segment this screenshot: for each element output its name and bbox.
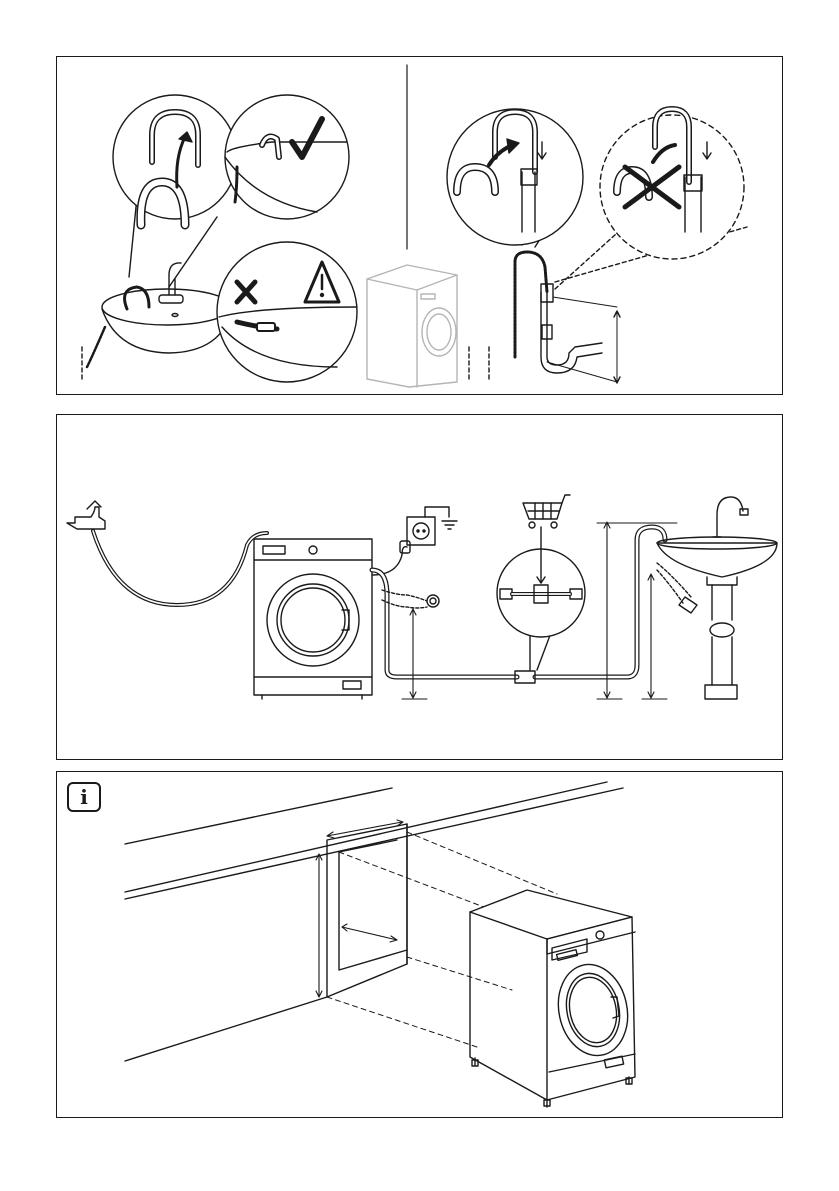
shopping-cart-icon <box>523 495 570 528</box>
water-tap <box>67 501 267 605</box>
sink <box>657 497 777 699</box>
drain-hose-illustration <box>57 57 784 396</box>
installation-overview-panel <box>56 414 783 760</box>
washing-machine-perspective <box>470 890 636 1107</box>
sink-basin <box>82 263 232 382</box>
hook-attach-detail <box>113 95 237 287</box>
standpipe-incorrect-detail <box>600 109 744 259</box>
built-in-installation-panel: i <box>56 771 783 1118</box>
washing-machine-ghost <box>367 265 469 387</box>
extension-detail <box>497 527 585 670</box>
power-socket <box>372 507 457 575</box>
cabinet-niche <box>327 824 407 997</box>
washing-machine <box>254 539 372 699</box>
incorrect-placement-detail <box>217 242 357 382</box>
installation-overview-illustration <box>57 415 784 761</box>
drain-hose-panel <box>56 56 783 395</box>
projection-lines <box>327 832 557 1047</box>
standpipe-correct-detail <box>447 109 583 245</box>
built-in-installation-illustration <box>57 772 784 1119</box>
correct-placement-detail <box>225 95 349 219</box>
